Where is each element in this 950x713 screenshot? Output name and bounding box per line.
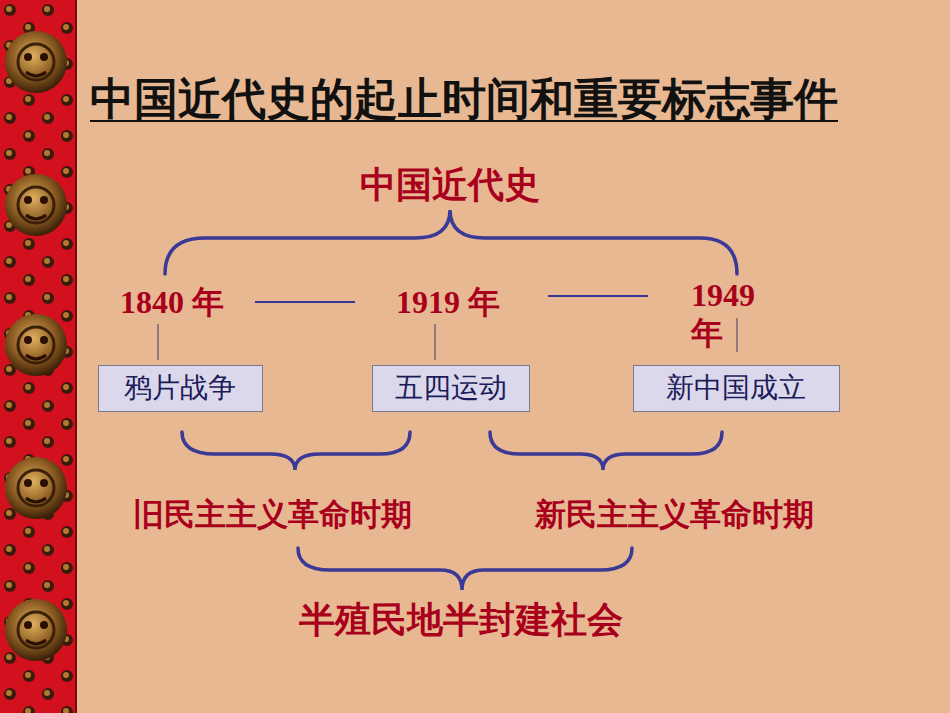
lion-knockers: [5, 31, 67, 661]
topic-heading: 中国近代史: [360, 163, 540, 206]
event-box: 五四运动: [372, 365, 530, 412]
leader-line: [157, 324, 158, 360]
dash: [255, 301, 355, 303]
dash: [548, 295, 648, 297]
leader-lines: [158, 318, 737, 360]
leader-line: [434, 324, 435, 360]
period-label: 新民主主义革命时期: [535, 496, 814, 533]
event-name: 五四运动: [395, 370, 507, 406]
event-box: 新中国成立: [633, 365, 840, 412]
bottom-brace: [298, 548, 632, 590]
society-label: 半殖民地半封建社会: [299, 598, 623, 641]
left-brace: [182, 432, 410, 470]
red-strip: [0, 0, 75, 713]
title: 中国近代史的起止时间和重要标志事件: [90, 70, 838, 129]
leader-line: [736, 318, 737, 352]
strip-edge: [75, 0, 77, 713]
event-box: 鸦片战争: [98, 365, 263, 412]
period-label: 旧民主主义革命时期: [133, 496, 412, 533]
door-studs: [0, 0, 75, 713]
year-label: 1919 年: [396, 283, 500, 321]
right-brace: [490, 432, 722, 470]
event-name: 新中国成立: [666, 370, 806, 406]
year-label: 1949 年: [691, 276, 773, 353]
year-label: 1840 年: [120, 283, 224, 321]
event-name: 鸦片战争: [124, 370, 236, 406]
top-brace: [165, 210, 737, 274]
